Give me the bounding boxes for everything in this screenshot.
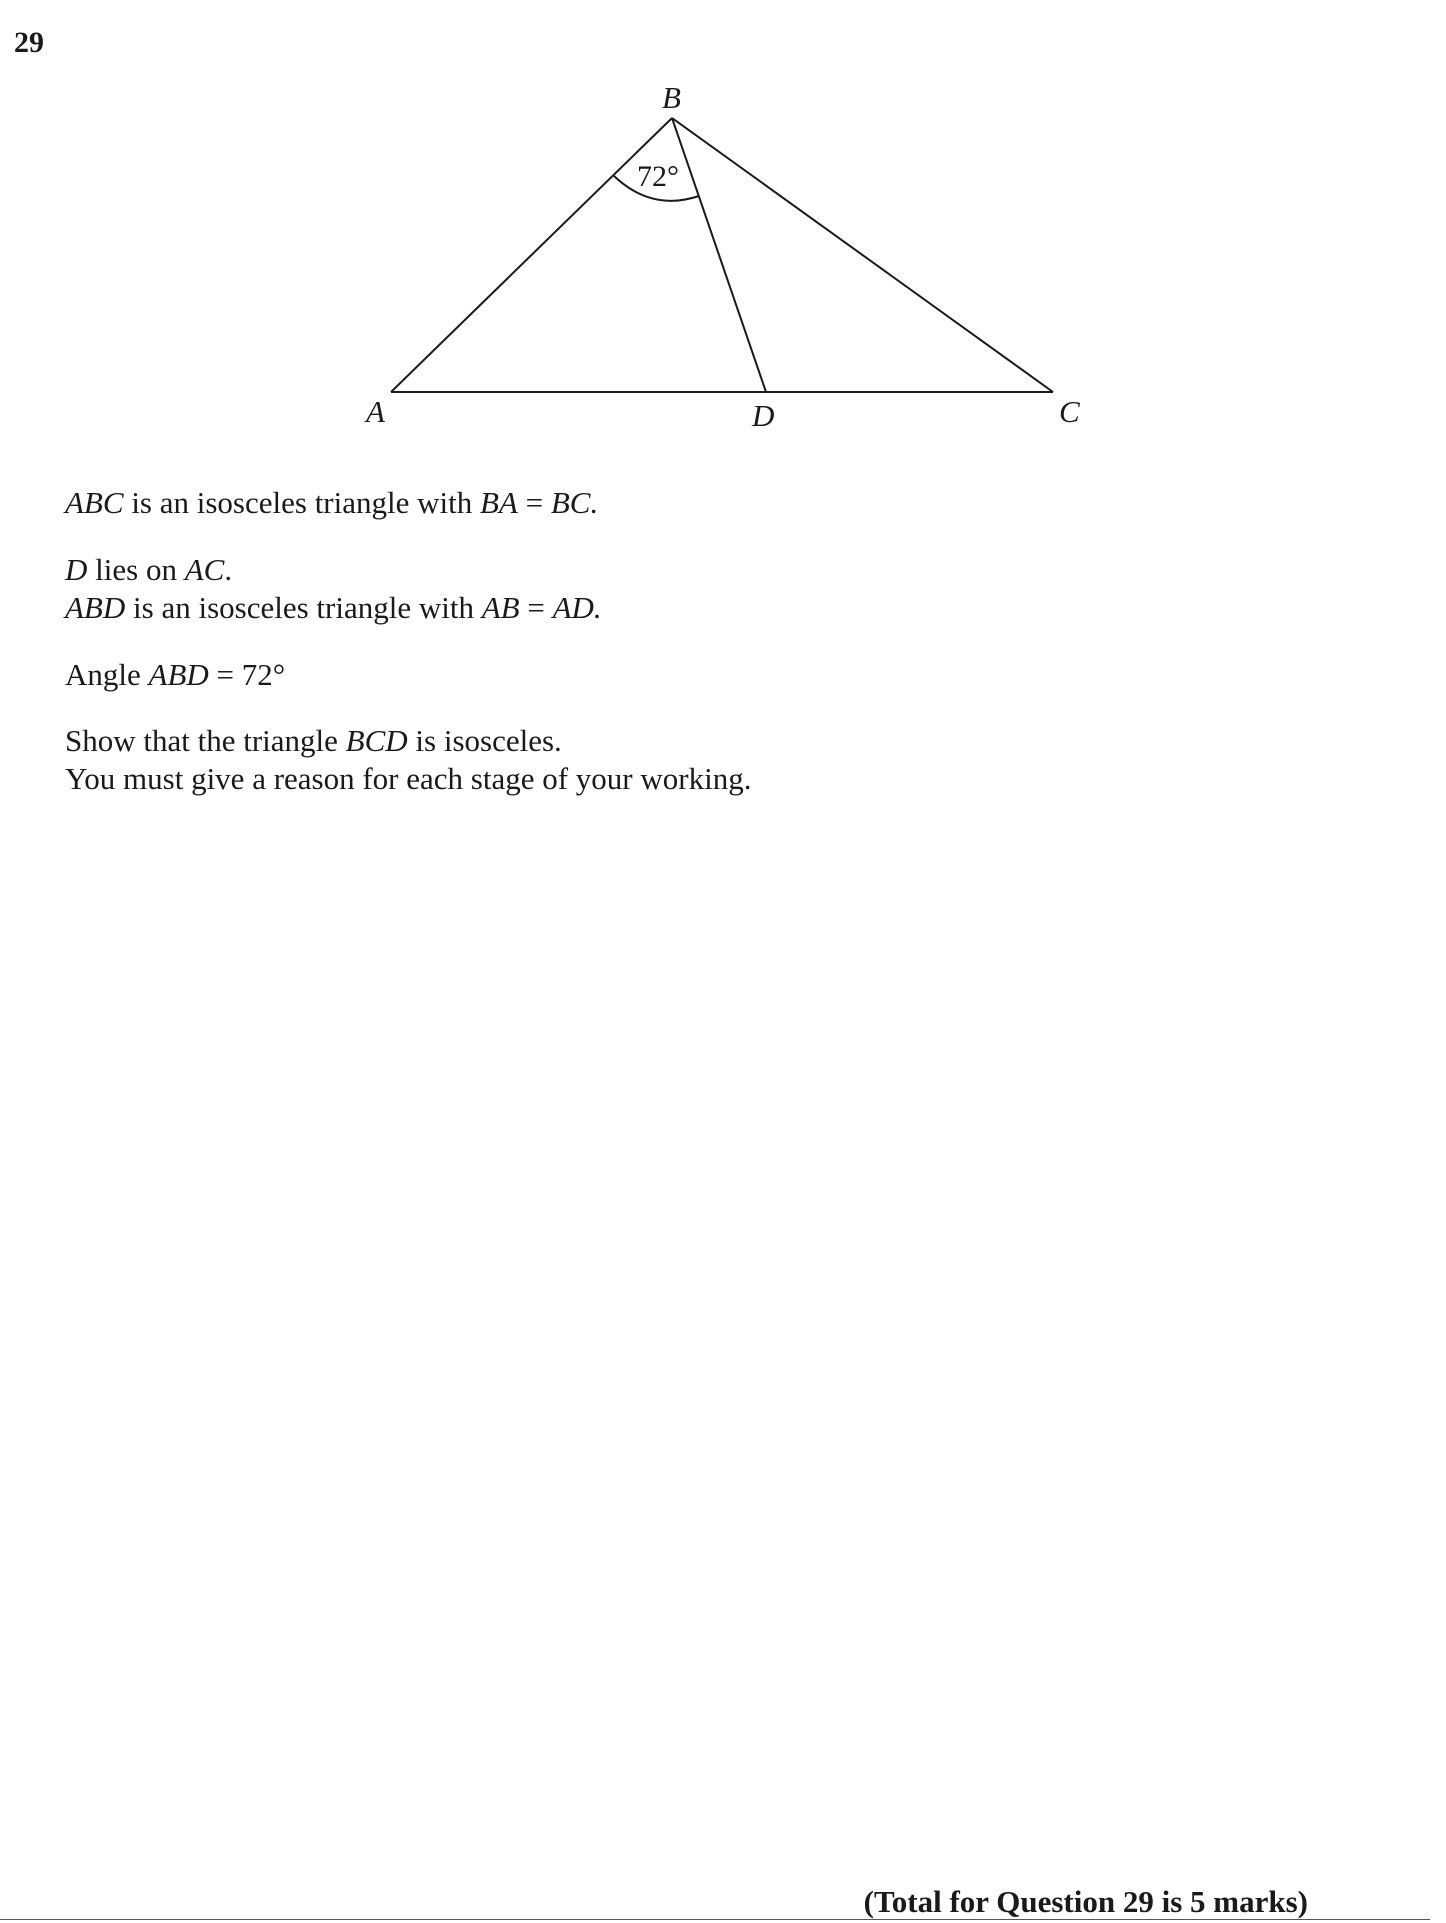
s2-t2: lies on [87,552,185,587]
s1-t1: ABC [65,485,124,520]
s5-t2: BCD [345,723,408,758]
vertex-label-c: C [1059,394,1080,429]
s1-t4: = [517,485,551,520]
s4-t1: Angle [65,657,149,692]
side-ab [390,117,673,393]
s1-t5: BC. [550,485,599,520]
statement-2-3: D lies on AC. ABD is an isosceles triang… [65,551,602,627]
s3-t4: = [519,590,553,625]
s3-t3: AB [481,590,520,625]
statement-1: ABC is an isosceles triangle with BA = B… [65,484,598,522]
s3-t2: is an isosceles triangle with [125,590,482,625]
angle-arc-abd [612,174,700,202]
bottom-rule [0,1919,1430,1920]
s1-t2: is an isosceles triangle with [123,485,480,520]
s4-t2: ABD [148,657,209,692]
triangle-diagram: B A D C 72° [364,80,1080,433]
vertex-label-a: A [364,394,386,429]
vertex-label-b: B [662,80,681,115]
s5-t3: is isosceles. [407,723,562,758]
s6-t1: You must give a reason for each stage of… [65,761,752,796]
s1-t3: BA [480,485,518,520]
s4-t3: = 72° [208,657,286,692]
s3-t5: AD. [552,590,602,625]
side-bc [671,117,1054,393]
segment-bd [671,117,767,393]
s3-t1: ABD [65,590,126,625]
s5-t1: Show that the triangle [65,723,346,758]
total-marks: (Total for Question 29 is 5 marks) [863,1884,1308,1919]
s2-t1: D [65,552,88,587]
vertex-label-d: D [751,398,774,433]
s2-t3: AC [184,552,225,587]
angle-label-72: 72° [637,160,679,193]
s2-t4: . [224,552,233,587]
statement-4: Angle ABD = 72° [65,656,285,694]
question-number: 29 [14,26,44,59]
statement-5-6: Show that the triangle BCD is isosceles.… [65,722,751,798]
